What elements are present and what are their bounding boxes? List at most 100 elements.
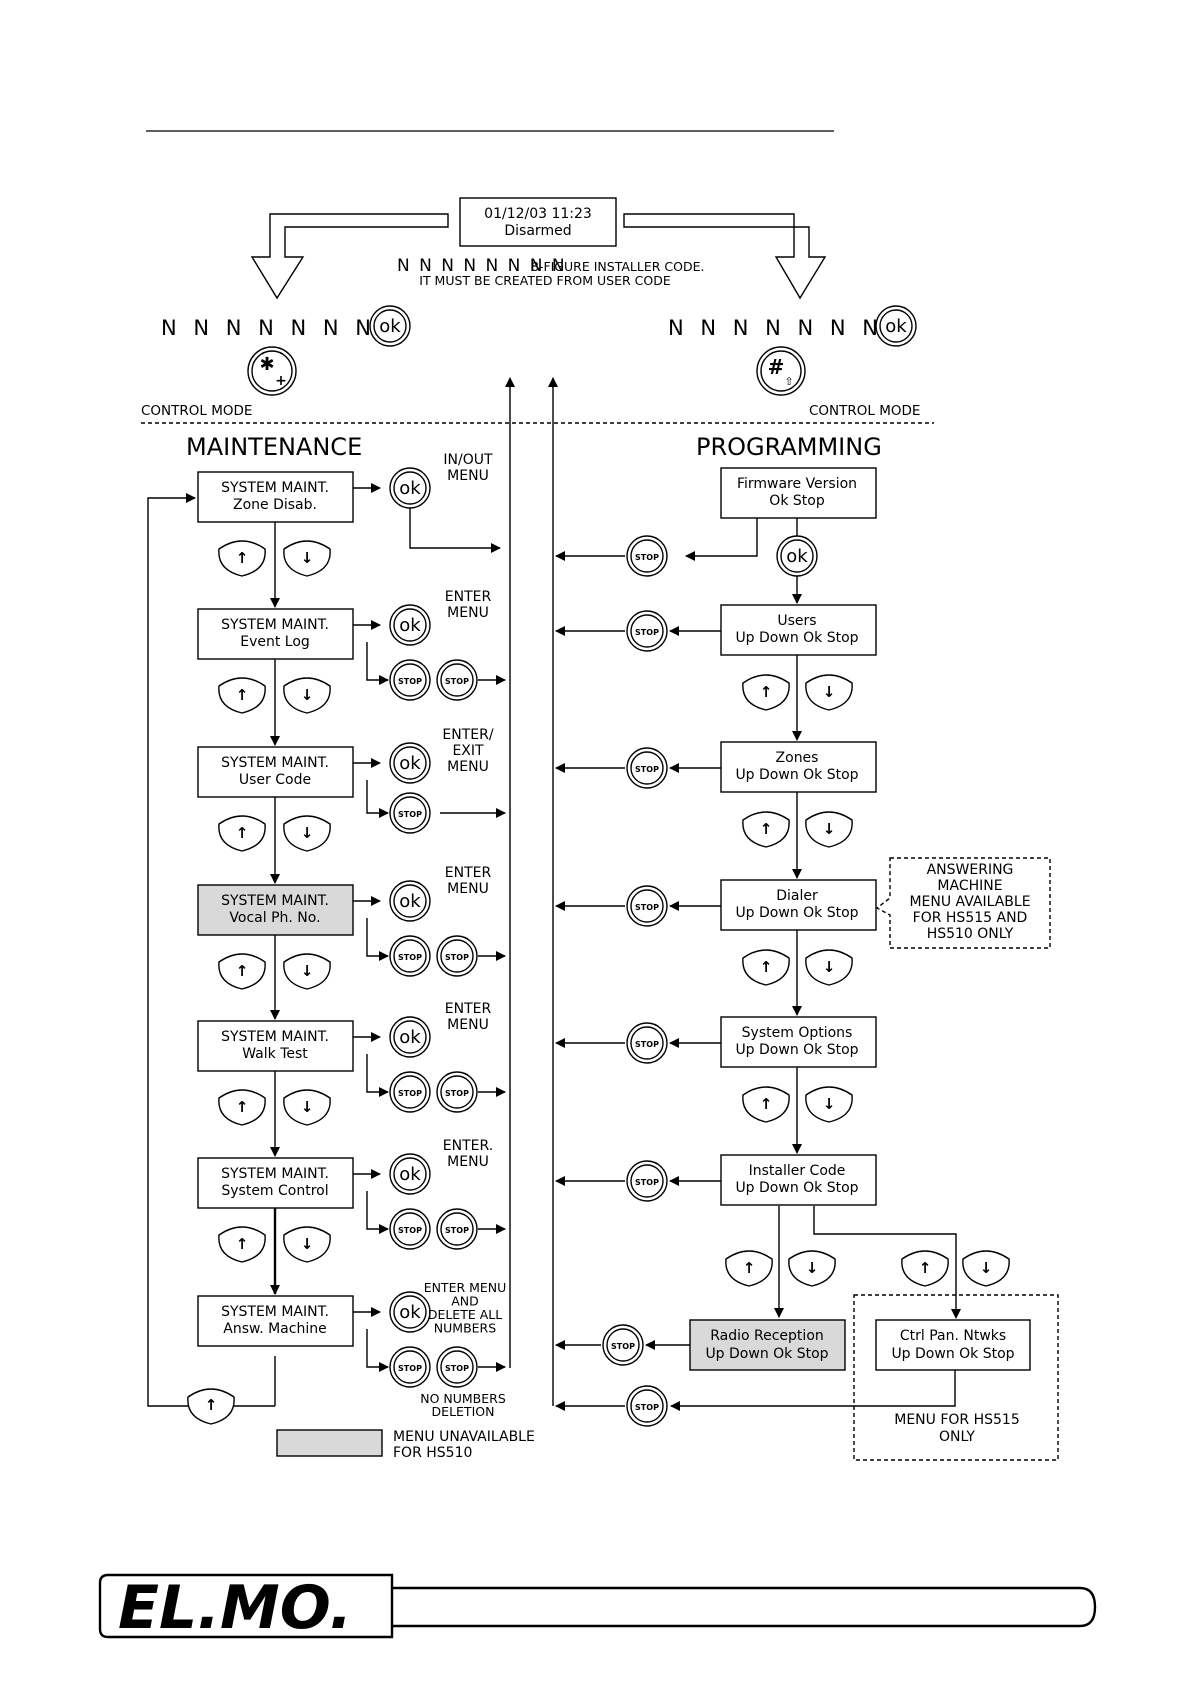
maintenance-item[interactable]: SYSTEM MAINT.User CodeokENTER/EXITMENU↑↓… [197,727,506,884]
ok-key[interactable]: ok [389,1291,431,1333]
up-key[interactable]: ↑ [725,1250,773,1287]
svg-text:↓: ↓ [823,958,836,976]
status-line-1: 01/12/03 11:23 [484,206,592,222]
svg-text:STOP: STOP [398,677,422,686]
programming-line-1: Zones [776,750,819,766]
ok-note-line: MENU [447,1154,489,1170]
ok-key[interactable]: ok [389,604,431,646]
down-key[interactable]: ↓ [283,677,331,714]
down-key[interactable]: ↓ [283,953,331,990]
svg-text:STOP: STOP [398,953,422,962]
down-key[interactable]: ↓ [962,1250,1010,1287]
up-key[interactable]: ↑ [218,953,266,990]
svg-text:↓: ↓ [980,1259,993,1277]
stop-key[interactable]: STOP [436,1346,478,1388]
svg-text:↓: ↓ [301,549,314,567]
stop-key[interactable]: STOP [436,659,478,701]
stop-key[interactable]: STOP [436,935,478,977]
svg-text:↑: ↑ [236,1235,249,1253]
down-key[interactable]: ↓ [805,674,853,711]
stop-key[interactable]: STOP [389,659,431,701]
svg-text:↑: ↑ [760,820,773,838]
up-key[interactable]: ↑ [218,677,266,714]
stop-key[interactable]: STOP [436,1071,478,1113]
svg-text:ok: ok [399,891,421,912]
down-key[interactable]: ↓ [805,1086,853,1123]
stop-key[interactable]: STOP [436,1208,478,1250]
stop-key[interactable]: STOP [626,885,668,927]
maintenance-item[interactable]: SYSTEM MAINT.System ControlokENTER.MENU↑… [197,1138,506,1295]
star-key[interactable]: ✱ + [247,346,297,396]
down-key[interactable]: ↓ [805,811,853,848]
ok-key[interactable]: ok [389,742,431,784]
stop-key-ctrlpan[interactable]: STOP [626,1385,668,1427]
code-entry-left: N N N N N N N N [161,316,408,340]
stop-key[interactable]: STOP [389,935,431,977]
stop-key-radio[interactable]: STOP [602,1324,644,1366]
legend-line-2: FOR HS510 [393,1445,472,1461]
up-key[interactable]: ↑ [742,811,790,848]
up-key[interactable]: ↑ [901,1250,949,1287]
down-key[interactable]: ↓ [283,1089,331,1126]
programming-box [720,741,877,793]
ok-key[interactable]: ok [389,1153,431,1195]
ok-key[interactable]: ok [389,1016,431,1058]
down-key[interactable]: ↓ [283,815,331,852]
maintenance-box [197,884,354,936]
up-key[interactable]: ↑ [218,540,266,577]
ok-key-top-right[interactable]: ok [875,305,917,347]
up-key[interactable]: ↑ [742,1086,790,1123]
up-key-loop[interactable]: ↑ [187,1388,235,1425]
svg-text:ok: ok [399,1302,421,1323]
up-key[interactable]: ↑ [218,815,266,852]
down-key[interactable]: ↓ [283,540,331,577]
down-key[interactable]: ↓ [283,1226,331,1263]
stop-key[interactable]: STOP [626,610,668,652]
ok-note-line: ENTER/ [442,727,493,743]
programming-line-2: Up Down Ok Stop [735,1180,858,1196]
up-key[interactable]: ↑ [742,674,790,711]
elmo-logo: EL.MO. [118,1573,352,1643]
ok-note-line: NUMBERS [434,1321,496,1336]
maintenance-item[interactable]: SYSTEM MAINT.Vocal Ph. No.okENTERMENU↑↓S… [197,865,506,1020]
stop-key[interactable]: STOP [626,1022,668,1064]
stop-key[interactable]: STOP [389,1071,431,1113]
maintenance-line-2: System Control [221,1183,328,1199]
stop-key[interactable]: STOP [389,792,431,834]
ok-key-firmware[interactable]: ok [776,535,818,577]
down-key[interactable]: ↓ [788,1250,836,1287]
stop-key[interactable]: STOP [626,747,668,789]
stop-key[interactable]: STOP [389,1208,431,1250]
svg-text:↑: ↑ [743,1259,756,1277]
maintenance-header: MAINTENANCE [186,433,362,461]
ok-key-top-left[interactable]: ok [369,305,411,347]
hash-key[interactable]: # ⇧ [756,346,806,396]
ok-key[interactable]: ok [389,880,431,922]
stop-branch-line [366,780,389,818]
svg-text:↓: ↓ [301,1235,314,1253]
up-key[interactable]: ↑ [218,1089,266,1126]
svg-text:STOP: STOP [398,1089,422,1098]
svg-text:↑: ↑ [760,683,773,701]
stop-key[interactable]: STOP [389,1346,431,1388]
up-key[interactable]: ↑ [742,949,790,986]
stop-key-firmware[interactable]: STOP [626,535,668,577]
down-key[interactable]: ↓ [805,949,853,986]
svg-text:STOP: STOP [635,628,659,637]
up-key[interactable]: ↑ [218,1226,266,1263]
ok-note-line: ENTER [445,589,492,605]
stop-key[interactable]: STOP [626,1160,668,1202]
ctrl-pan-box [875,1319,1031,1371]
svg-text:ok: ok [399,478,421,499]
ok-key[interactable]: ok [389,467,431,509]
